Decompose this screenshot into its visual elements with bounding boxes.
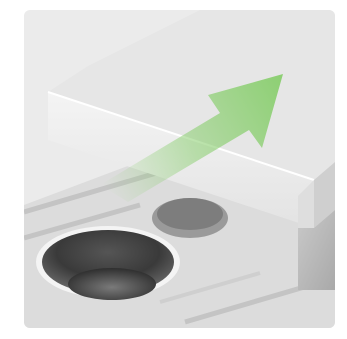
hole-bottom <box>68 268 156 300</box>
hole-hidden-inner <box>157 198 223 230</box>
